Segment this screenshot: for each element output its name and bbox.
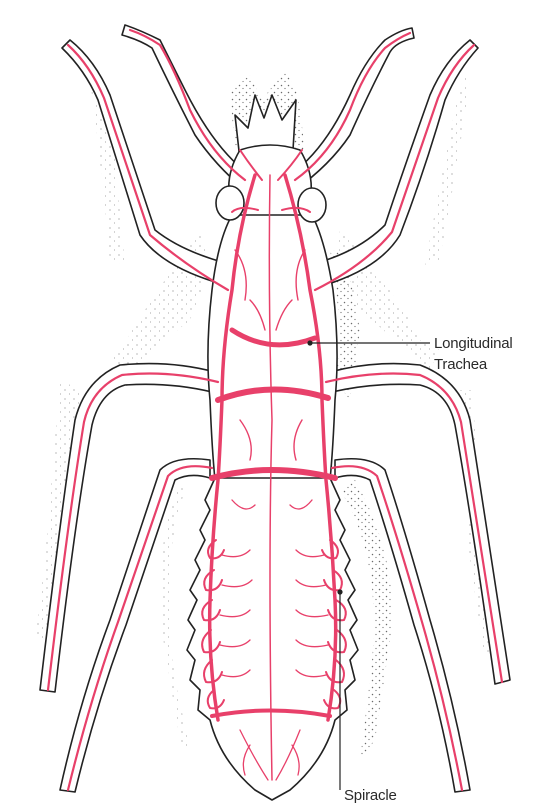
left-eye xyxy=(216,186,244,220)
label-longitudinal: Longitudinal xyxy=(434,335,513,352)
left-antenna xyxy=(122,25,250,190)
right-antenna xyxy=(290,28,414,190)
label-spiracle: Spiracle xyxy=(344,787,397,804)
label-trachea: Trachea xyxy=(434,356,488,373)
left-hind-leg-trachea xyxy=(68,466,212,790)
right-eye xyxy=(298,188,326,222)
